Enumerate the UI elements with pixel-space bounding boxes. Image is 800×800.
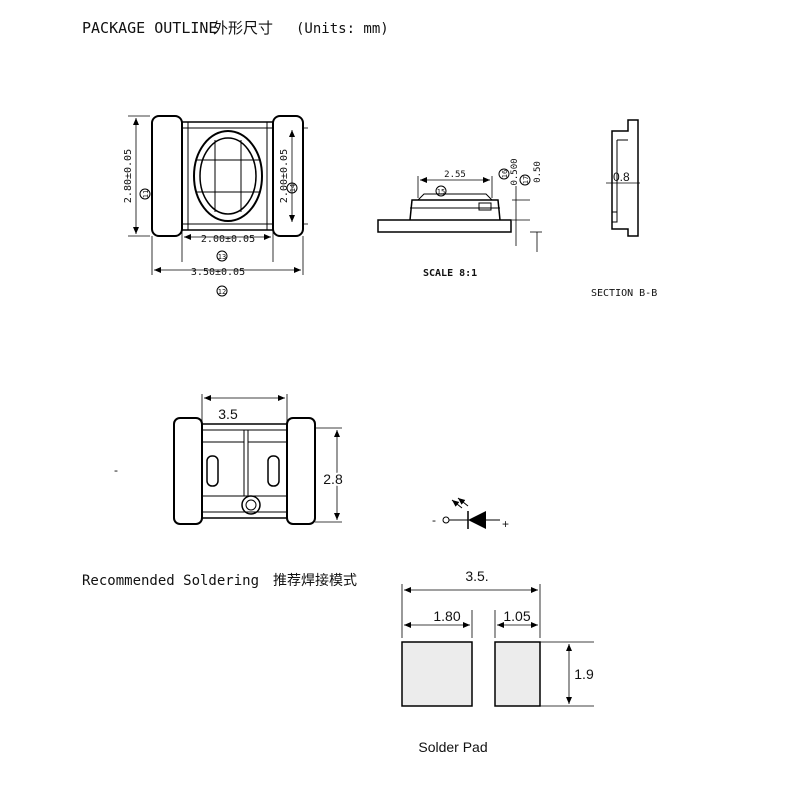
soldering-dim-total: 3.5. [465, 568, 488, 584]
soldering-title: Recommended Soldering [82, 573, 259, 589]
section-outline [611, 119, 639, 237]
dim-b-tag: 17 [522, 176, 530, 184]
dim-b: 0.50 [533, 161, 543, 183]
page-units: (Units: mm) [296, 21, 389, 37]
bottom-left-terminal [173, 417, 203, 525]
page-title-cn: 外形尺寸 [213, 19, 273, 37]
bottom-pin-marker [241, 495, 261, 515]
bottom-dim-width: 3.5 [218, 406, 238, 422]
soldering-title-cn: 推荐焊接模式 [273, 572, 357, 589]
lens-outline [193, 130, 263, 222]
dim-inner-width-tag: 13 [218, 253, 226, 261]
left-terminal [151, 115, 183, 237]
dim-lens: 2.55 [444, 170, 466, 180]
dim-lens-tag: 15 [437, 188, 445, 196]
solder-pad-caption: Solder Pad [418, 739, 487, 755]
solder-pad-left [401, 641, 473, 707]
package-body [181, 121, 274, 231]
scale-label: SCALE 8:1 [423, 268, 477, 279]
soldering-dim-left: 1.80 [433, 608, 460, 624]
section-dim: 0.8 [613, 170, 630, 184]
soldering-dim-height: 1.9 [574, 666, 594, 682]
top-view: 2.80±0.05 11 2.00±0.05 14 2.00±0.05 13 3… [123, 115, 308, 297]
bottom-slot-left [206, 455, 219, 487]
section-label: SECTION B-B [591, 288, 657, 299]
dim-height-left: 2.80±0.05 [123, 149, 134, 203]
bottom-right-terminal [286, 417, 316, 525]
dim-outer-width: 3.50±0.05 [191, 267, 245, 278]
dim-a: 0.500 [510, 158, 520, 185]
dim-height-right-tag: 14 [289, 184, 297, 192]
bottom-dim-height: 2.8 [323, 471, 343, 487]
dim-outer-width-tag: 12 [218, 288, 226, 296]
polarity-plus: + [502, 517, 509, 531]
section-view: 0.8 SECTION B-B [591, 119, 657, 299]
diode-symbol: - + [432, 497, 509, 531]
diode-triangle [468, 511, 486, 529]
page-title: PACKAGE OUTLINE [82, 19, 217, 37]
bottom-slot-right [267, 455, 280, 487]
dim-inner-width: 2.00±0.05 [201, 234, 255, 245]
side-base [377, 219, 512, 233]
dim-a-tag: 16 [501, 170, 509, 178]
side-view: 2.55 15 16 0.500 17 0.50 SCALE 8:1 [377, 158, 543, 279]
soldering-dim-right: 1.05 [503, 608, 530, 624]
solder-pad-right [494, 641, 541, 707]
bottom-dash: - [114, 463, 118, 477]
dim-height-left-tag: 11 [142, 190, 150, 198]
polarity-minus: - [432, 513, 436, 527]
soldering-section: Recommended Soldering 推荐焊接模式 3.5. 1.80 1… [82, 568, 596, 755]
dim-height-right: 2.00±0.05 [279, 149, 290, 203]
bottom-view: - 3.5 2.8 [114, 394, 345, 525]
